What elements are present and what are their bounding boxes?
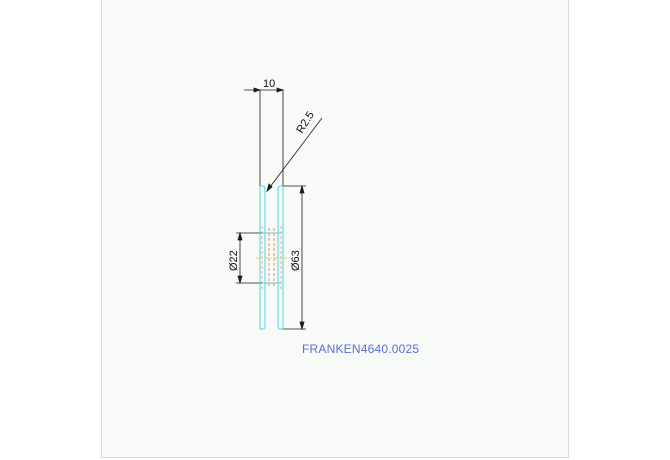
hidden-lines [256, 226, 287, 290]
radius-leader [266, 117, 323, 193]
part-number-label: FRANKEN4640.0025 [302, 342, 420, 356]
outer-diameter-label: Ø63 [290, 250, 302, 271]
part-outline [259, 185, 284, 330]
inner-diameter-label: Ø22 [228, 250, 240, 271]
radius-dimension-label: R2.5 [294, 110, 316, 136]
outer-diameter-dimension [283, 184, 306, 331]
width-dimension [244, 87, 285, 186]
drawing-sheet [101, 0, 569, 458]
inner-diameter-dimension [236, 231, 262, 285]
width-dimension-label: 10 [263, 78, 275, 90]
